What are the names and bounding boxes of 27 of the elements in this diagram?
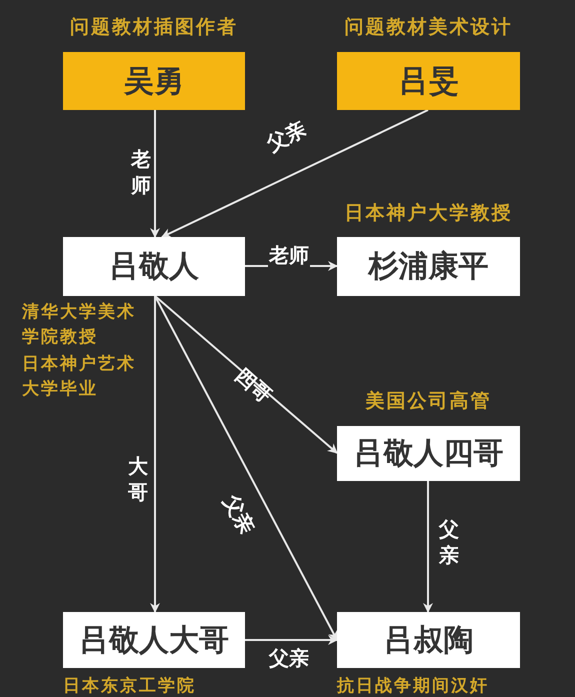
arrow: [245, 635, 338, 645]
name-box: 吴勇: [63, 52, 245, 110]
edge-label: 四哥: [230, 362, 278, 408]
name-box: 吕敬人四哥: [337, 426, 520, 481]
arrow: [423, 481, 433, 613]
name-box: 吕叔陶: [337, 612, 520, 668]
edge-label: 父亲: [218, 490, 260, 538]
note-caption: 清华大学美术学院教授: [22, 301, 137, 349]
note-caption: 日本东京工学院: [63, 675, 196, 697]
edge-label: 父亲: [262, 116, 310, 156]
role-caption: 日本神户大学教授: [344, 201, 514, 226]
edge-label: 父亲: [268, 646, 310, 670]
note-caption: 日本神户艺术大学毕业: [22, 353, 137, 401]
role-caption: 美国公司高管: [364, 389, 492, 414]
role-caption: 问题教材美术设计: [344, 15, 514, 40]
name-box: 吕敬人: [63, 237, 245, 296]
arrow: [154, 296, 338, 641]
arrow: [161, 109, 428, 238]
edge-label: 老师: [268, 243, 310, 267]
role-caption: 问题教材插图作者: [69, 15, 239, 40]
arrow: [150, 296, 160, 613]
arrow: [154, 295, 338, 454]
name-box: 吕敬人大哥: [63, 612, 245, 668]
note-caption: 抗日战争期间汉奸: [337, 675, 489, 697]
name-box: 杉浦康平: [337, 237, 520, 296]
arrow: [150, 110, 160, 238]
name-box: 吕旻: [337, 52, 520, 110]
